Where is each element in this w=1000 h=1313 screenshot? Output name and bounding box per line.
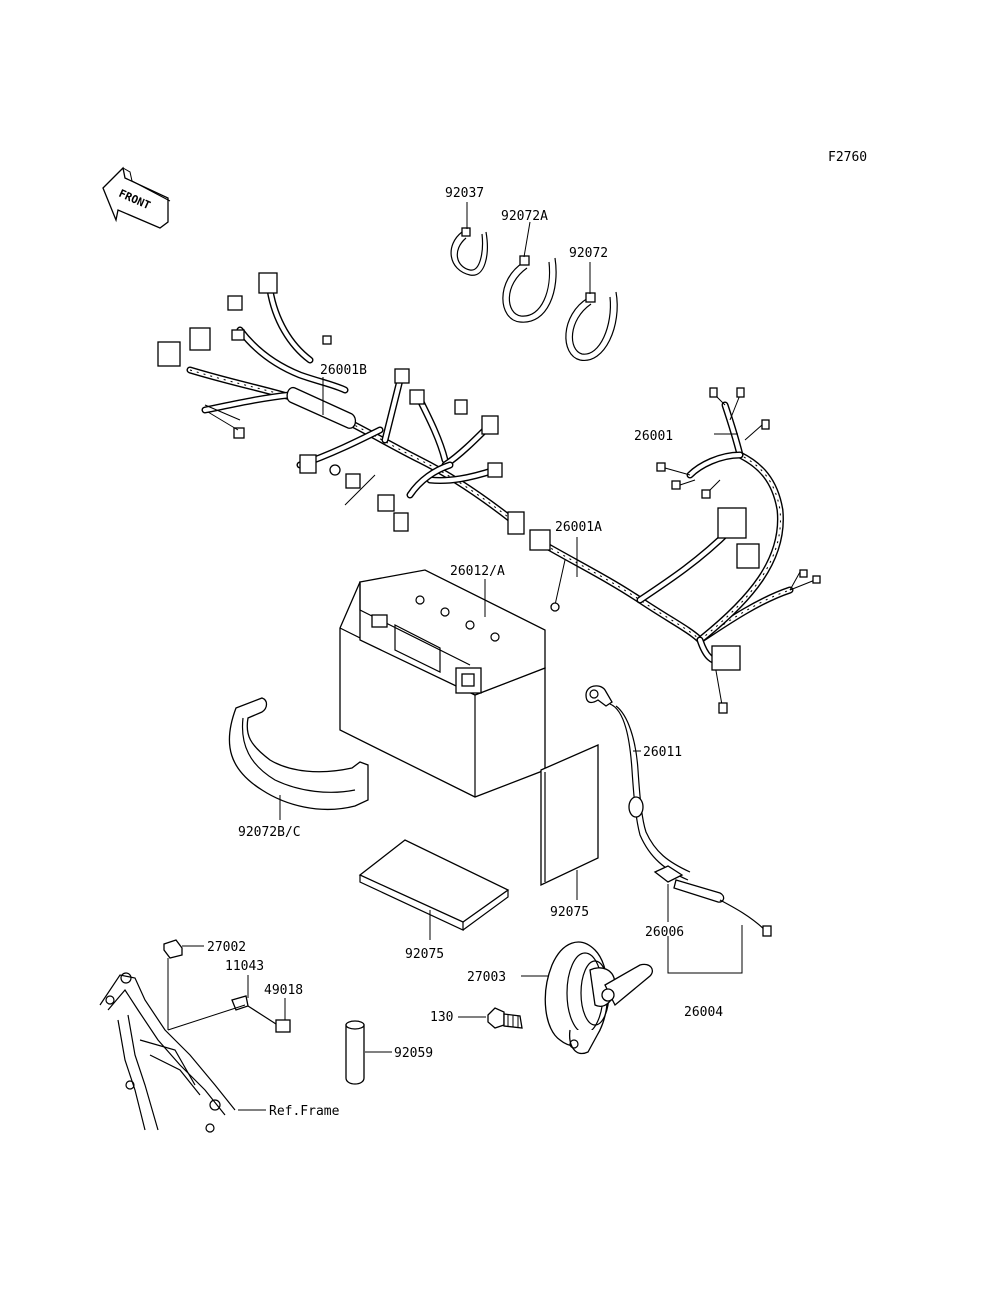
battery-strap-92072BC — [228, 697, 369, 810]
label-ref-frame: Ref.Frame — [269, 1104, 340, 1119]
horn-27003 — [544, 941, 654, 1055]
label-26001A: 26001A — [555, 520, 602, 535]
frame-reference — [99, 972, 246, 1133]
label-92072BC: 92072B/C — [238, 825, 301, 840]
wiring-harness-26001 — [529, 387, 821, 714]
label-92072: 92072 — [569, 246, 608, 261]
bolt-130 — [487, 1007, 523, 1029]
label-26011: 26011 — [643, 745, 682, 760]
label-92059: 92059 — [394, 1046, 433, 1061]
cable-tie-92072 — [565, 291, 618, 361]
tube-92059 — [345, 1020, 365, 1085]
figure-id: F2760 — [828, 150, 867, 165]
label-27003: 27003 — [467, 970, 506, 985]
label-92072A: 92072A — [501, 209, 548, 224]
wiring-harness-26001B — [157, 272, 525, 535]
label-26012A: 26012/A — [450, 564, 505, 579]
battery-sheet-92075 — [540, 744, 599, 887]
label-26001: 26001 — [634, 429, 673, 444]
front-arrow-icon: FRONT — [102, 166, 171, 229]
label-130: 130 — [430, 1010, 453, 1025]
cable-tie-92072A — [502, 255, 557, 323]
label-26001B: 26001B — [320, 363, 367, 378]
cable-tie-92037 — [450, 227, 488, 276]
battery-pad-92075 — [358, 839, 510, 931]
label-27002: 27002 — [207, 940, 246, 955]
label-92075-sheet: 92075 — [550, 905, 589, 920]
leader-92072A — [523, 221, 531, 258]
label-26004: 26004 — [684, 1005, 723, 1020]
battery-cable-26011 — [585, 685, 772, 937]
label-92075-pad: 92075 — [405, 947, 444, 962]
bracket-11043 — [231, 995, 249, 1011]
label-92037: 92037 — [445, 186, 484, 201]
label-26006: 26006 — [645, 925, 684, 940]
relay-49018 — [247, 1005, 291, 1033]
battery-26012A — [339, 569, 546, 798]
leader-26004 — [667, 925, 743, 974]
label-11043: 11043 — [225, 959, 264, 974]
label-49018: 49018 — [264, 983, 303, 998]
clamp-27002 — [163, 939, 183, 959]
